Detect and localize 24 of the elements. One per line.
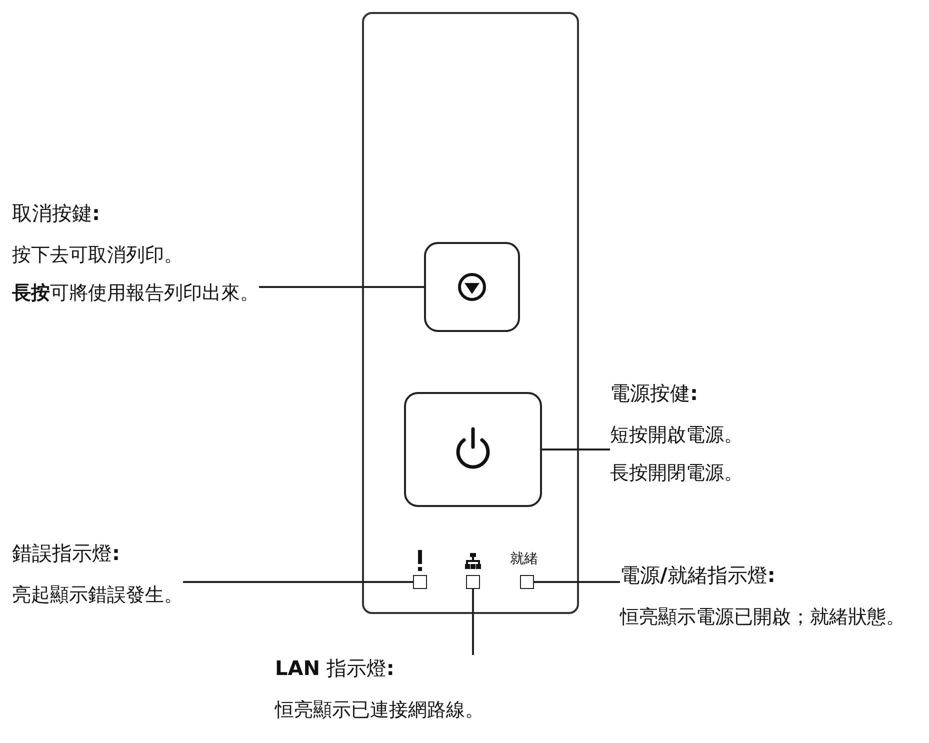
- callout-heading: 錯誤指示燈:: [12, 540, 120, 566]
- callout-heading: LAN 指示燈:: [275, 655, 394, 681]
- callout-description: 恒亮顯示電源已開啟；就緒狀態。: [620, 605, 905, 630]
- indicator-light: [520, 575, 534, 589]
- callout-heading: 電源/就緒指示燈:: [620, 562, 776, 588]
- callout-description: 短按開啟電源。: [610, 423, 743, 448]
- power-button: [404, 392, 542, 507]
- callout-description: 亮起顯示錯誤發生。: [12, 583, 183, 608]
- callout-description: 長按可將使用報告列印出來。: [12, 281, 259, 306]
- leader-line: [542, 448, 610, 450]
- leader-line: [183, 581, 413, 583]
- cancel-button: [424, 242, 520, 332]
- callout-heading: 取消按鍵:: [12, 200, 100, 226]
- indicator-light: [413, 575, 427, 589]
- callout-description: 恒亮顯示已連接網路線。: [275, 698, 484, 723]
- leader-line: [534, 581, 620, 583]
- callout-description: 按下去可取消列印。: [12, 243, 184, 268]
- indicator-light: [466, 575, 480, 589]
- callout-heading: 電源按健:: [610, 380, 698, 406]
- control-panel: [362, 12, 579, 614]
- leader-line: [472, 589, 474, 655]
- leader-line: [259, 286, 424, 288]
- indicator-label: 就緒: [510, 550, 538, 568]
- callout-description: 長按開閉電源。: [610, 461, 743, 486]
